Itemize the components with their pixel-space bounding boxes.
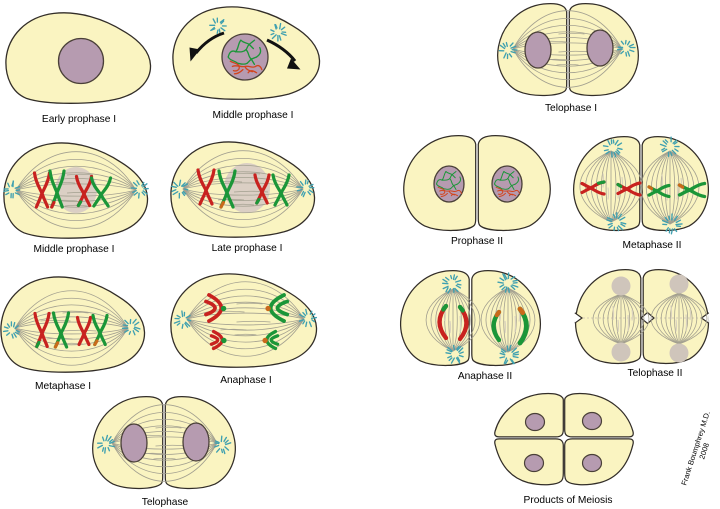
svg-text:Telophase: Telophase [142, 497, 189, 508]
svg-text:Anaphase II: Anaphase II [458, 371, 512, 382]
svg-text:Middle prophase I: Middle prophase I [34, 244, 115, 255]
svg-text:Late prophase I: Late prophase I [212, 243, 283, 254]
svg-text:Middle prophase I: Middle prophase I [213, 110, 294, 121]
svg-text:Metaphase II: Metaphase II [623, 240, 682, 251]
svg-text:Prophase II: Prophase II [451, 236, 503, 247]
svg-text:Early prophase I: Early prophase I [42, 114, 116, 125]
svg-text:Products of Meiosis: Products of Meiosis [524, 495, 613, 506]
svg-text:Metaphase I: Metaphase I [35, 381, 91, 392]
svg-text:Telophase I: Telophase I [545, 103, 597, 114]
svg-text:Anaphase I: Anaphase I [220, 375, 272, 386]
svg-text:Telophase II: Telophase II [628, 368, 683, 379]
